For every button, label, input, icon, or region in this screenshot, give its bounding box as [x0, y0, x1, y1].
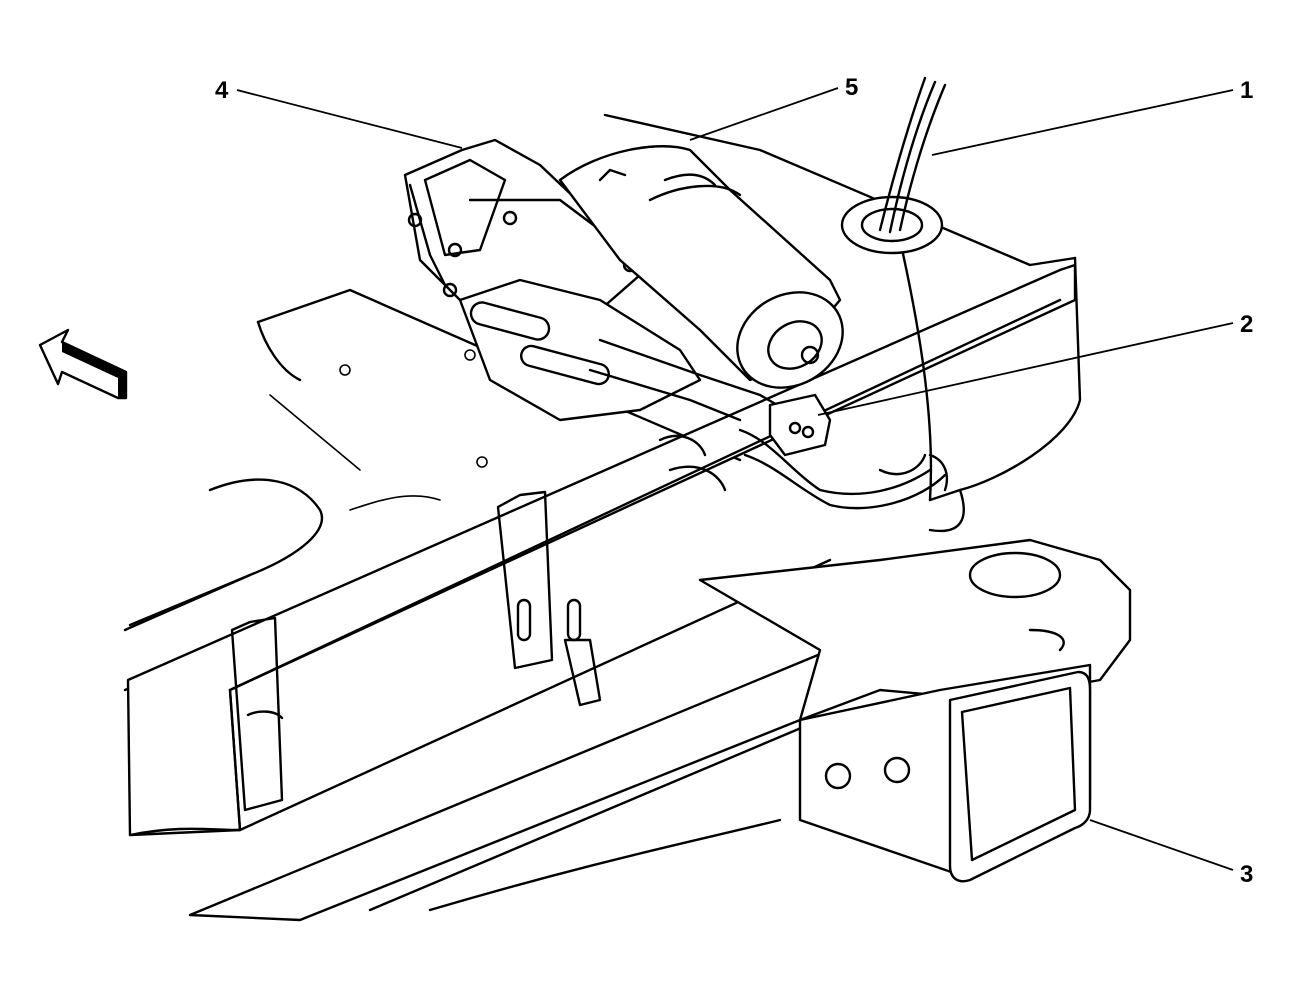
- leader-line-2: [817, 322, 1234, 416]
- crossmember: [188, 538, 1132, 922]
- frame-rail: [126, 263, 1077, 837]
- callout-4: 4: [215, 77, 229, 104]
- wiring-harness-grommet: [840, 76, 947, 255]
- callouts: 1 2 3 4 5: [215, 74, 1253, 888]
- callout-2: 2: [1240, 311, 1253, 338]
- callout-3: 3: [1240, 861, 1253, 888]
- leader-line-4: [236, 89, 463, 149]
- front-direction-arrow-icon: [38, 328, 128, 400]
- compressor-motor: [558, 145, 844, 389]
- leader-line-3: [1089, 819, 1234, 871]
- callout-1: 1: [1240, 77, 1253, 104]
- leader-line-1: [931, 89, 1234, 156]
- callout-5: 5: [845, 74, 858, 101]
- leader-lines: [236, 87, 1234, 871]
- electrical-connector: [738, 393, 949, 510]
- leader-line-5: [689, 87, 839, 141]
- receiver-hitch: [798, 663, 1092, 883]
